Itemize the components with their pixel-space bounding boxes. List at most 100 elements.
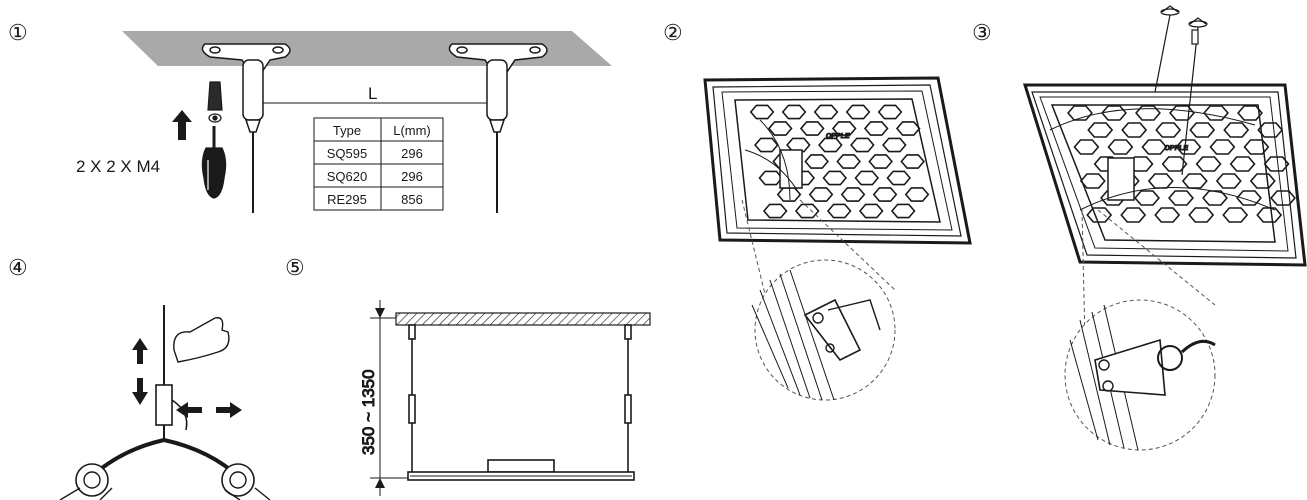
led-panel-back: OPPLE xyxy=(1022,83,1307,267)
vent-hole xyxy=(804,154,829,169)
step-4-number: ④ xyxy=(8,255,28,280)
vent-hole xyxy=(831,121,857,136)
table-cell-type: SQ620 xyxy=(327,169,367,184)
vent-hole xyxy=(1263,156,1290,172)
table-cell-type: RE295 xyxy=(327,192,367,207)
vent-hole xyxy=(813,104,839,120)
step-5-number: ⑤ xyxy=(285,255,305,280)
vent-hole xyxy=(845,104,871,120)
left-right-arrow-icon xyxy=(176,402,242,418)
step-3-number: ③ xyxy=(972,20,992,45)
vent-hole xyxy=(1121,122,1148,138)
step-4-illustration xyxy=(59,305,271,500)
vent-hole xyxy=(882,137,907,153)
vent-hole xyxy=(799,121,825,136)
vent-hole xyxy=(1229,156,1256,172)
vent-hole xyxy=(1209,139,1236,155)
vent-hole xyxy=(1223,122,1250,138)
vent-hole xyxy=(1202,190,1228,206)
step-1-illustration: L 2 X 2 X M4 Type L(mm) SQ5 xyxy=(76,31,612,213)
step-2-number: ② xyxy=(663,20,683,45)
vent-hole xyxy=(1181,173,1208,189)
vent-hole xyxy=(749,104,775,120)
vent-hole xyxy=(781,104,807,120)
vent-hole xyxy=(1067,105,1093,121)
ceiling-bracket-left xyxy=(201,43,291,213)
suspension-cables xyxy=(408,324,632,474)
vent-hole xyxy=(1154,207,1181,223)
table-cell-length: 296 xyxy=(401,169,423,184)
dimension-label-l: L xyxy=(368,84,377,103)
vent-hole xyxy=(886,170,912,186)
panel-logo: OPPLE xyxy=(825,133,850,140)
vent-hole xyxy=(818,137,843,153)
hand-icon xyxy=(173,317,230,363)
vent-hole xyxy=(877,104,903,120)
vent-hole xyxy=(1087,122,1114,138)
vent-hole xyxy=(1161,156,1188,172)
vent-hole xyxy=(1134,190,1160,206)
vent-hole xyxy=(762,203,788,219)
vent-hole xyxy=(1249,173,1276,189)
table-cell-length: 856 xyxy=(401,192,423,207)
vent-hole xyxy=(758,170,784,186)
vent-hole xyxy=(895,121,921,136)
vent-hole xyxy=(904,187,930,202)
vent-hole xyxy=(1120,207,1147,223)
vent-hole xyxy=(1168,190,1194,206)
vent-hole xyxy=(1175,139,1202,155)
step-5-illustration: 350 ~ 1350 xyxy=(359,300,651,496)
vent-hole xyxy=(1147,173,1174,189)
vent-hole xyxy=(1155,122,1182,138)
vent-hole xyxy=(754,137,779,153)
vent-hole xyxy=(840,187,866,202)
table-header-length: L(mm) xyxy=(393,123,431,138)
dimension-table: Type L(mm) SQ595 296 SQ620 296 RE295 856 xyxy=(313,117,444,211)
vent-hole xyxy=(836,154,861,169)
vent-hole xyxy=(1107,139,1134,155)
callout-leader xyxy=(799,199,896,291)
vent-hole xyxy=(1101,105,1127,121)
detail-magnifier xyxy=(751,259,896,401)
vent-hole xyxy=(854,170,880,186)
table-header-type: Type xyxy=(333,123,361,138)
vent-hole xyxy=(1236,190,1262,206)
vent-hole xyxy=(1203,105,1229,121)
led-panel-back: OPPLE xyxy=(703,76,972,245)
table-cell-type: SQ595 xyxy=(327,146,367,161)
screw-quantity-label: 2 X 2 X M4 xyxy=(76,157,160,176)
vent-hole xyxy=(890,203,916,219)
vent-hole xyxy=(1135,105,1161,121)
vent-hole xyxy=(808,187,834,202)
step-1-number: ① xyxy=(8,20,28,45)
vent-hole xyxy=(872,187,898,202)
vent-hole xyxy=(1141,139,1168,155)
vent-hole xyxy=(850,137,875,153)
vent-hole xyxy=(1073,139,1100,155)
vent-hole xyxy=(1237,105,1263,121)
up-down-arrow-icon xyxy=(132,338,148,405)
ceiling-bracket-right xyxy=(448,43,548,213)
screw-anchor xyxy=(207,81,223,123)
vent-hole xyxy=(786,137,811,153)
vent-hole xyxy=(1256,207,1283,223)
step-2-illustration: OPPLE xyxy=(703,76,972,401)
suspension-wires xyxy=(1154,5,1208,176)
vent-hole xyxy=(767,121,793,136)
vent-hole xyxy=(822,170,848,186)
callout-leader xyxy=(1097,209,1216,306)
vent-hole xyxy=(1270,190,1296,206)
vent-hole xyxy=(1243,139,1270,155)
vent-hole xyxy=(1257,122,1284,138)
vent-hole xyxy=(868,154,893,169)
callout-leader xyxy=(1081,209,1086,341)
vent-hole xyxy=(1086,207,1113,223)
vent-hole xyxy=(863,121,889,136)
step-3-illustration: OPPLE xyxy=(1022,5,1307,451)
vent-hole xyxy=(1169,105,1195,121)
vent-hole xyxy=(826,203,852,219)
screwdriver-icon xyxy=(201,126,227,199)
suspended-panel xyxy=(407,459,635,481)
panel-logo: OPPLE xyxy=(1164,145,1189,152)
